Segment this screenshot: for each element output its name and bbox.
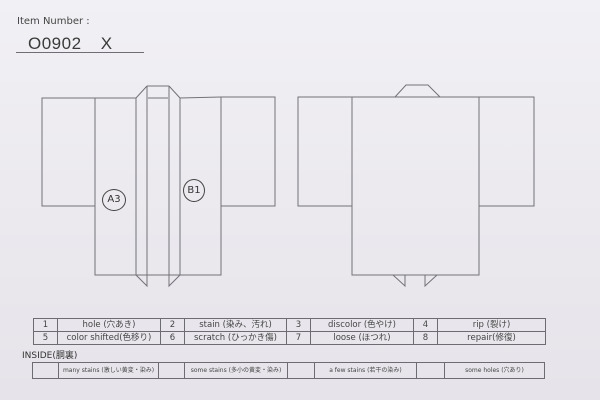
annotation-b1: B1 — [183, 179, 205, 202]
front-right-sleeve — [220, 96, 276, 207]
legend-number: 2 — [160, 318, 185, 332]
inside-label: a few stains (若干の染み) — [314, 362, 417, 379]
legend-label: rip (裂け) — [437, 318, 546, 332]
legend-label: scratch (ひっかき傷) — [184, 331, 287, 345]
back-collar — [394, 84, 441, 98]
inside-section-title: INSIDE(胴裏) — [22, 351, 78, 361]
inside-checkbox-few-stains[interactable] — [287, 362, 315, 379]
item-number-label: Item Number : — [17, 16, 90, 27]
legend-label: hole (穴あき) — [57, 318, 161, 332]
annotation-a3: A3 — [102, 189, 126, 211]
front-left-sleeve — [41, 97, 96, 207]
legend-row: 1 hole (穴あき) 2 stain (染み、汚れ) 3 discolor … — [33, 318, 546, 332]
front-collar-left — [135, 86, 148, 288]
inside-checkbox-some-holes[interactable] — [416, 362, 445, 379]
legend-number: 7 — [286, 331, 311, 345]
legend-number: 5 — [33, 331, 58, 345]
legend-number: 8 — [413, 331, 438, 345]
legend-label: stain (染み、汚れ) — [184, 318, 287, 332]
back-body — [351, 96, 480, 276]
kimono-back-drawing — [297, 84, 535, 288]
legend-label: color shifted(色移り) — [57, 331, 161, 345]
item-number-underline — [16, 52, 144, 53]
back-right-sleeve — [478, 96, 535, 207]
front-collar-right — [168, 86, 181, 288]
inside-checkbox-some-stains[interactable] — [158, 362, 185, 379]
legend-number: 1 — [33, 318, 58, 332]
legend-number: 6 — [160, 331, 185, 345]
inside-label: some holes (穴あり) — [444, 362, 545, 379]
legend-label: repair(修復) — [437, 331, 546, 345]
legend-label: discolor (色やけ) — [310, 318, 414, 332]
legend-label: loose (ほつれ) — [310, 331, 414, 345]
legend-row: 5 color shifted(色移り) 6 scratch (ひっかき傷) 7… — [33, 331, 546, 345]
kimono-front-drawing — [41, 85, 276, 288]
inside-label: many stains (激しい黄変・染み) — [58, 362, 159, 379]
legend-number: 3 — [286, 318, 311, 332]
item-number-value: O0902 X — [28, 34, 113, 53]
back-left-sleeve — [297, 96, 353, 207]
back-hem-tab-left — [392, 274, 406, 288]
back-hem-tab-right — [424, 274, 438, 288]
damage-legend-table: 1 hole (穴あき) 2 stain (染み、汚れ) 3 discolor … — [33, 318, 546, 345]
inside-condition-table: many stains (激しい黄変・染み) some stains (多小の黄… — [32, 362, 545, 379]
inside-row: many stains (激しい黄変・染み) some stains (多小の黄… — [32, 362, 545, 379]
legend-number: 4 — [413, 318, 438, 332]
inside-label: some stains (多小の黄変・染み) — [184, 362, 288, 379]
inside-checkbox-many-stains[interactable] — [32, 362, 59, 379]
kimono-diagrams — [41, 84, 535, 288]
